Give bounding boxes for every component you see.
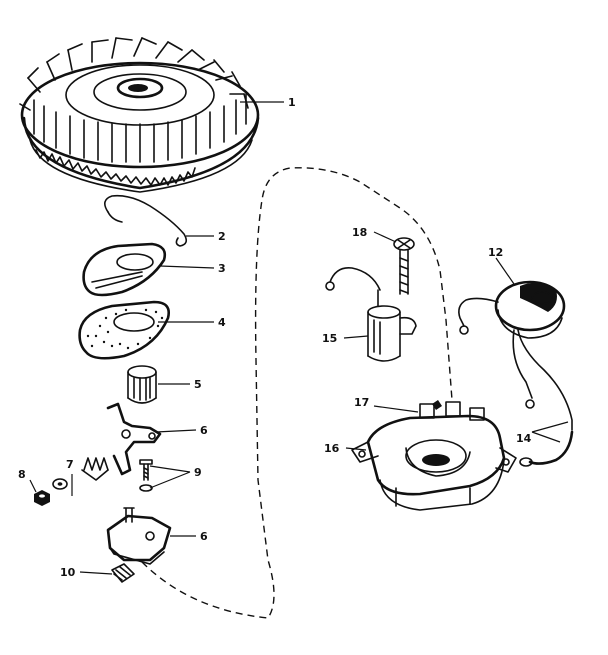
condenser-screw <box>393 237 415 295</box>
breaker-base-plate <box>106 507 172 565</box>
cam-sleeve <box>127 365 157 404</box>
screw-and-washer <box>139 459 153 492</box>
callout-16: 16 <box>324 442 340 455</box>
armature-assembly <box>351 400 517 511</box>
callout-5: 5 <box>194 378 202 391</box>
grommet <box>111 563 135 583</box>
leader-lines <box>29 101 569 575</box>
callout-12: 12 <box>488 246 503 259</box>
callout-2: 2 <box>218 230 226 243</box>
nut <box>34 490 50 506</box>
callout-10: 6 <box>200 530 208 543</box>
ignition-coil <box>458 280 573 431</box>
callout-labels: 1 2 3 4 5 6 7 8 9 6 10 12 14 15 16 17 18 <box>18 96 532 579</box>
flywheel <box>19 37 260 193</box>
primary-wire <box>519 430 574 467</box>
callout-15: 15 <box>322 332 337 345</box>
callout-17: 17 <box>354 396 369 409</box>
condenser <box>325 266 417 362</box>
callout-14: 14 <box>516 432 532 445</box>
callout-1: 1 <box>288 96 296 109</box>
breaker-cover <box>82 242 167 297</box>
callout-4: 4 <box>218 316 226 329</box>
spring-wire <box>104 194 188 247</box>
callout-6: 6 <box>200 424 208 437</box>
callout-9: 9 <box>194 466 202 479</box>
callout-10-right: 18 <box>352 226 367 239</box>
breaker-spring <box>81 457 109 481</box>
callout-7: 7 <box>66 458 74 471</box>
callout-3: 3 <box>218 262 226 275</box>
washer <box>52 478 68 490</box>
gasket <box>78 300 170 360</box>
callout-18: 10 <box>60 566 76 579</box>
breaker-arm <box>106 402 162 476</box>
callout-8: 8 <box>18 468 26 481</box>
kit-boundary <box>141 167 453 619</box>
